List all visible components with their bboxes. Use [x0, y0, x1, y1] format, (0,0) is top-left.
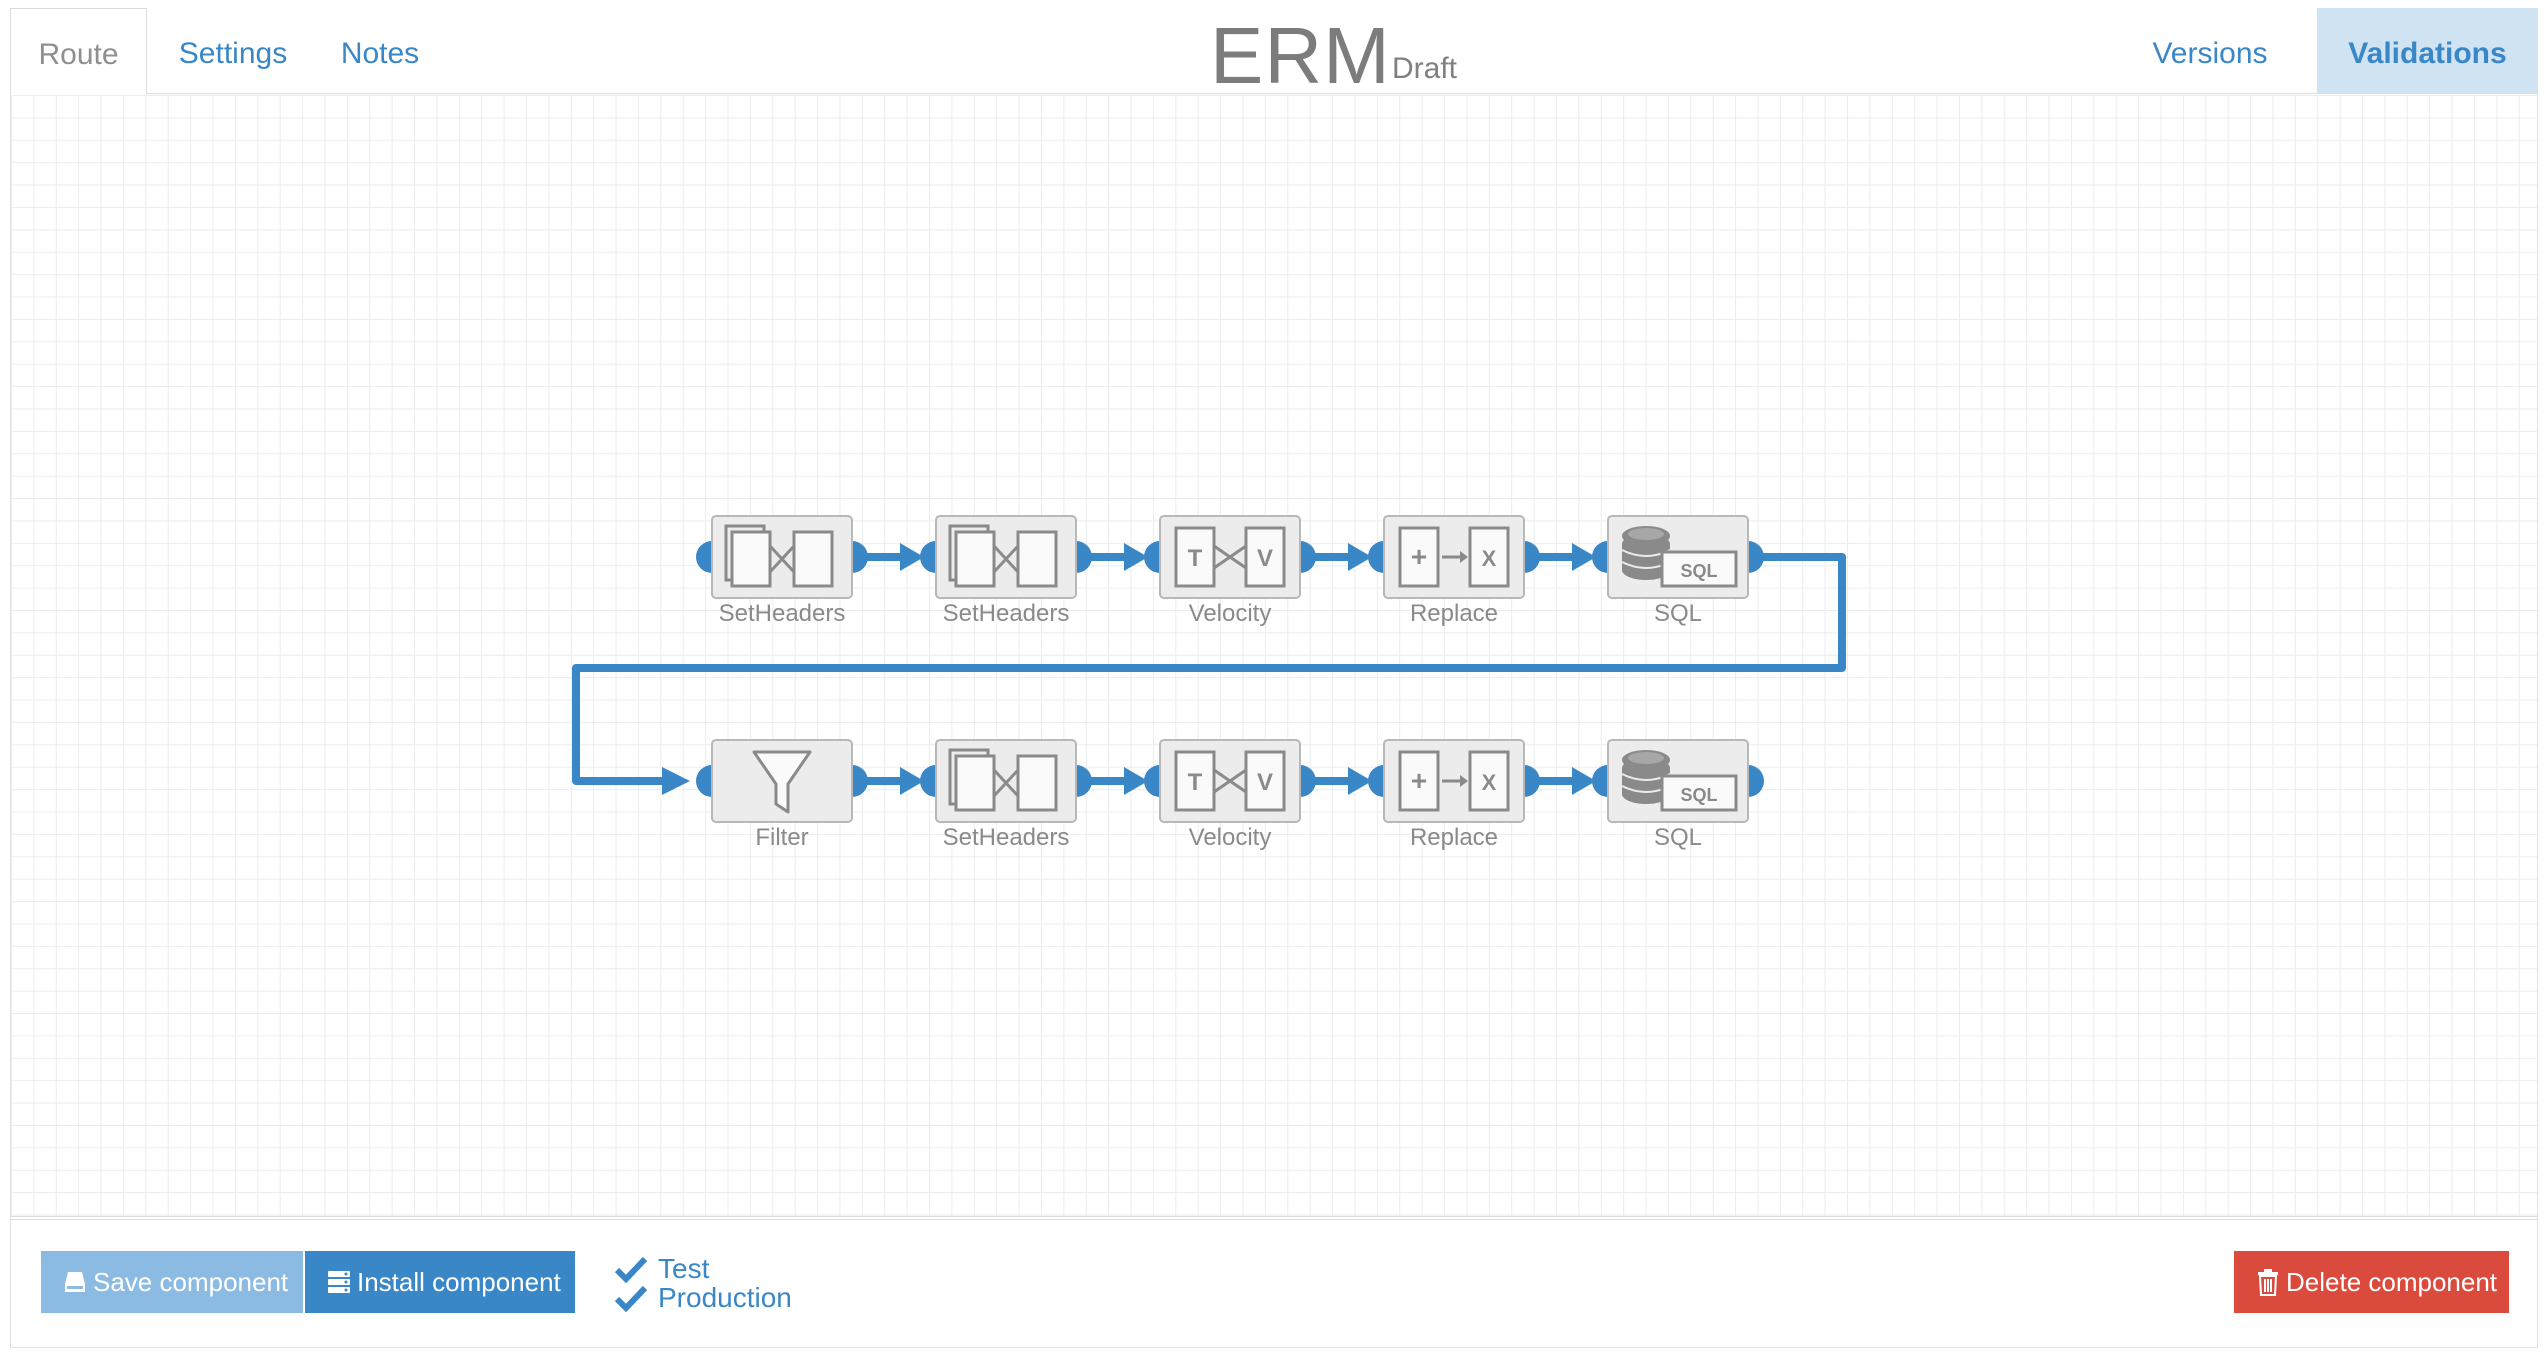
page-title: ERM [1210, 11, 1391, 100]
node-label: SetHeaders [718, 600, 846, 627]
delete-component-label: Delete component [2286, 1267, 2498, 1297]
replace-icon: +X [1398, 750, 1510, 812]
delete-component-button[interactable]: Delete component [2234, 1251, 2509, 1313]
server-icon [328, 1271, 350, 1293]
connector-arrowhead [1348, 543, 1372, 571]
connector-arrowhead [1572, 543, 1596, 571]
sql-text: SQL [1680, 785, 1717, 805]
set-headers-icon [948, 748, 1058, 812]
route-node-setheaders[interactable] [920, 739, 1092, 823]
route-node-sql[interactable]: SQL [1592, 739, 1764, 823]
tab-route[interactable]: Route [10, 8, 147, 95]
node-label: Replace [1409, 600, 1499, 627]
filter-icon [752, 750, 812, 814]
velocity-v-text: V [1257, 769, 1273, 796]
footer-toolbar: Save component Install component Test Pr… [10, 1222, 2538, 1348]
tab-validations[interactable]: Validations [2317, 8, 2538, 94]
install-component-label: Install component [357, 1267, 561, 1297]
save-component-label: Save component [93, 1267, 289, 1297]
route-node-replace[interactable]: +X [1368, 739, 1540, 823]
replace-plus-text: + [1411, 541, 1427, 572]
node-label: SetHeaders [942, 600, 1070, 627]
replace-plus-text: + [1411, 765, 1427, 796]
node-label: SQL [1653, 600, 1703, 627]
tab-settings[interactable]: Settings [178, 37, 288, 70]
environment-production[interactable]: Production [614, 1283, 792, 1313]
environment-test-label: Test [658, 1253, 710, 1284]
route-node-setheaders[interactable] [920, 515, 1092, 599]
connector-arrowhead [1348, 767, 1372, 795]
environment-test[interactable]: Test [614, 1254, 709, 1284]
connector-arrowhead [1124, 767, 1148, 795]
replace-x-text: X [1482, 546, 1497, 571]
route-node-filter[interactable] [696, 739, 868, 823]
trash-icon [2258, 1269, 2278, 1296]
sql-icon: SQL [1621, 750, 1738, 812]
node-label: SetHeaders [942, 824, 1070, 851]
canvas-divider [10, 1216, 2538, 1220]
connector-arrowhead [900, 767, 924, 795]
route-node-sql[interactable]: SQL [1592, 515, 1764, 599]
tab-versions[interactable]: Versions [2152, 37, 2268, 70]
status-label: Draft [1392, 52, 1458, 85]
connector-arrowhead [1124, 543, 1148, 571]
connector-arrowhead [1572, 767, 1596, 795]
velocity-t-text: T [1188, 769, 1203, 796]
node-label: Velocity [1188, 824, 1272, 851]
route-node-setheaders[interactable] [696, 515, 868, 599]
checkmark-icon [614, 1256, 648, 1284]
header: Route Settings Notes ERM Draft Versions … [10, 8, 2538, 100]
replace-x-text: X [1482, 770, 1497, 795]
wrap-connector [572, 553, 1846, 785]
node-label: SQL [1653, 824, 1703, 851]
environment-production-label: Production [658, 1282, 792, 1313]
wrap-arrowhead [662, 767, 690, 795]
node-label: Velocity [1188, 600, 1272, 627]
save-component-button[interactable]: Save component [41, 1251, 303, 1313]
connector-arrowhead [900, 543, 924, 571]
velocity-v-text: V [1257, 545, 1273, 572]
replace-icon: +X [1398, 526, 1510, 588]
set-headers-icon [724, 524, 834, 588]
install-component-button[interactable]: Install component [305, 1251, 575, 1313]
route-node-replace[interactable]: +X [1368, 515, 1540, 599]
set-headers-icon [948, 524, 1058, 588]
sql-icon: SQL [1621, 526, 1738, 588]
node-label: Filter [755, 824, 809, 851]
sql-text: SQL [1680, 561, 1717, 581]
velocity-t-text: T [1188, 545, 1203, 572]
route-canvas[interactable] [11, 95, 2537, 1216]
save-icon [65, 1272, 85, 1292]
node-label: Replace [1409, 824, 1499, 851]
tab-notes[interactable]: Notes [340, 37, 420, 70]
checkmark-icon [614, 1285, 648, 1313]
